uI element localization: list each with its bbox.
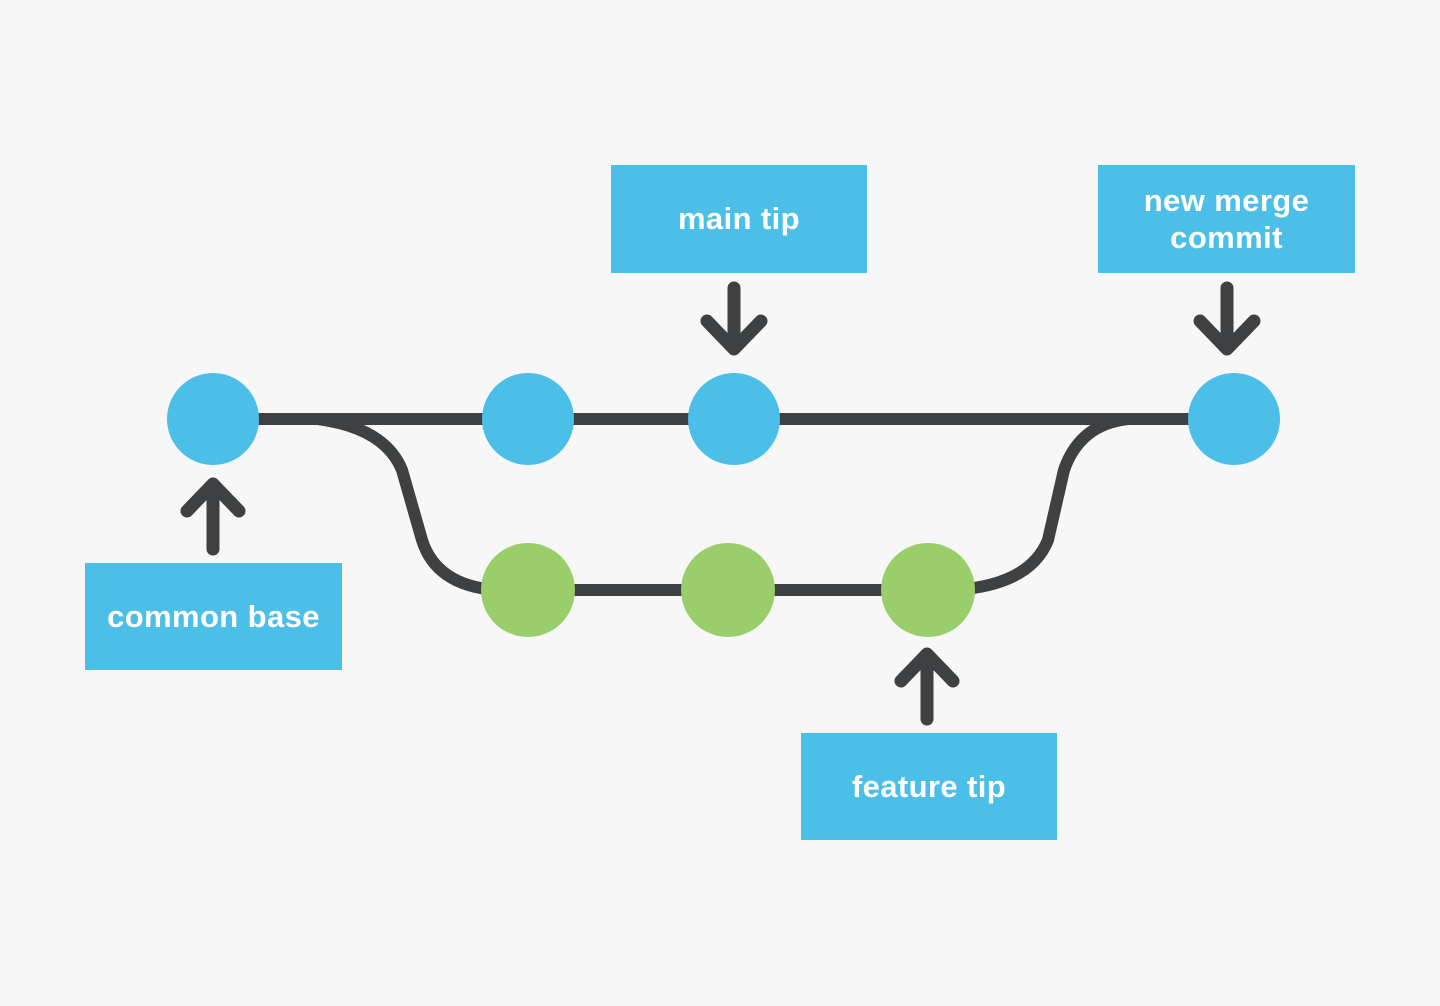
commit-main-1-common-base bbox=[167, 373, 259, 465]
common-base-label: common base bbox=[85, 563, 342, 670]
main-tip-arrow-head bbox=[700, 314, 768, 356]
new-merge-commit-arrow-icon bbox=[1193, 281, 1261, 356]
commit-feature-2 bbox=[681, 543, 775, 637]
feature-tip-arrow-head bbox=[894, 647, 960, 688]
commit-feature-1 bbox=[481, 543, 575, 637]
commit-main-3-main-tip bbox=[688, 373, 780, 465]
feature-tip-arrow-icon bbox=[894, 647, 960, 726]
commit-main-2 bbox=[482, 373, 574, 465]
commit-feature-3-feature-tip bbox=[881, 543, 975, 637]
main-tip-label: main tip bbox=[611, 165, 867, 273]
common-base-arrow-icon bbox=[180, 477, 246, 556]
main-tip-arrow-icon bbox=[700, 281, 768, 356]
new-merge-commit-arrow-head bbox=[1193, 314, 1261, 356]
common-base-arrow-head bbox=[180, 477, 246, 518]
new-merge-commit-label: new merge commit bbox=[1098, 165, 1355, 273]
feature-tip-label: feature tip bbox=[801, 733, 1057, 840]
commit-new-merge bbox=[1188, 373, 1280, 465]
